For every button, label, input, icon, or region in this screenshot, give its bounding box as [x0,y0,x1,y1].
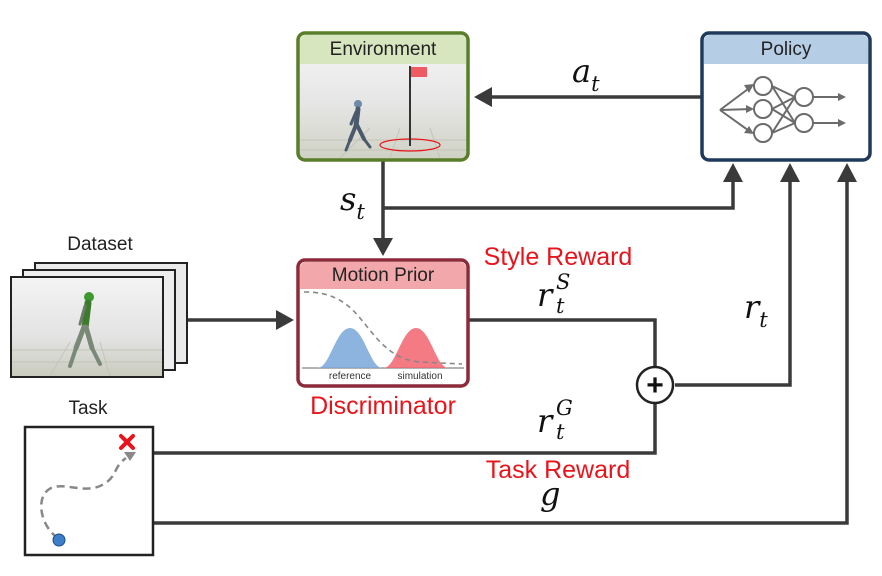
action-arrowhead [474,87,492,107]
agent-dot [52,533,66,547]
policy-box: Policy [700,31,872,162]
dataset-label: Dataset [67,234,133,255]
style-reward-wire [468,318,657,366]
svg-text:G: G [556,396,573,420]
style-reward-symbol: r t S [537,270,570,318]
environment-character-icon [344,100,372,152]
trajectory-arrowhead [124,452,136,461]
goal-arrowhead [837,163,857,182]
reward-symbol: rt [744,288,768,332]
state-to-policy-arrowhead [723,163,743,182]
svg-text:r: r [537,402,554,440]
policy-title: Policy [761,39,812,60]
motion-prior-title: Motion Prior [332,265,435,286]
network-arrowheads [744,84,846,134]
policy-header [703,34,869,64]
reference-distribution [318,328,382,368]
task-reward-symbol: r t G [537,396,573,444]
simulation-label: simulation [397,371,442,382]
environment-header [299,34,467,64]
discriminator-label: Discriminator [310,392,456,420]
flag-icon [411,67,427,77]
reward-arrow [675,180,792,387]
svg-text:S: S [556,270,570,294]
dataset-arrowhead [276,310,294,330]
goal-x-icon [119,434,135,450]
task-trajectory [40,456,127,540]
task-label: Task [68,398,108,419]
neural-network-icon [719,76,840,143]
task-reward-wire [153,404,657,455]
task-box: Task [23,398,155,557]
state-symbol: st [340,180,365,224]
style-reward-label: Style Reward [484,243,633,271]
reward-arrowhead [780,163,800,182]
dataset-character-icon [68,292,102,368]
goal-arrow [153,180,849,525]
simulation-distribution [384,328,448,368]
environment-floor [300,127,466,159]
environment-box: Environment [296,31,470,162]
dataset-floor [12,341,162,377]
sum-symbol: + [646,369,664,402]
motion-prior-header [299,261,467,289]
goal-symbol: g [540,475,560,513]
svg-text:t: t [556,294,565,318]
state-to-policy-arrow [383,180,735,210]
svg-text:r: r [537,276,554,314]
action-symbol: at [572,52,600,96]
motion-prior-box: Motion Prior reference simulation [296,258,470,388]
environment-title: Environment [330,39,437,60]
state-arrowhead [373,238,393,256]
sum-node: + [635,365,675,405]
task-reward-label: Task Reward [486,456,631,484]
svg-text:t: t [556,420,565,444]
reference-label: reference [329,371,372,382]
dataset-stack: Dataset [10,234,188,378]
discriminator-curve [303,291,463,365]
